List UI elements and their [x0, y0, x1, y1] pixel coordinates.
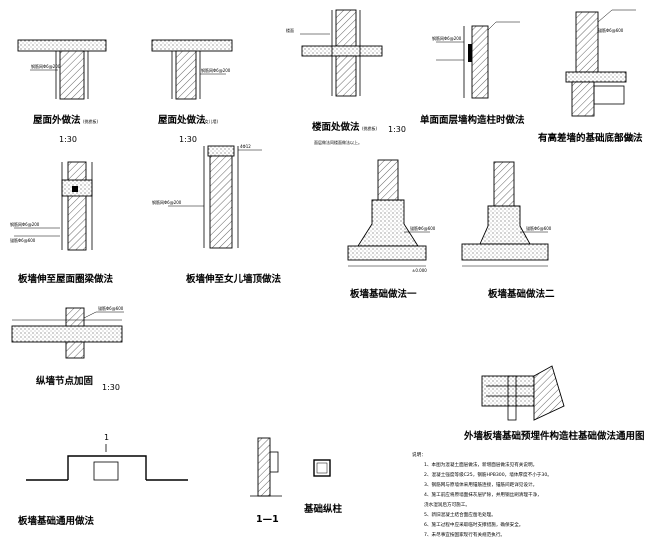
scale-3: 1:30	[388, 125, 406, 134]
note-line-5: 浇水湿润后方可施工。	[424, 501, 470, 508]
detail-wall-to-ring-beam: 钢筋网Φ6@200 锚筋Φ6@600 板墙伸至屋面圈梁做法	[10, 161, 114, 285]
label-floor-3: 楼面	[286, 27, 294, 33]
caption-7: 板墙伸至女儿墙顶做法	[186, 273, 282, 285]
detail-roof-eave: 钢筋网Φ6@200 屋面外做法 (挑檐板) 1:30	[17, 39, 107, 144]
caption-13: 基础纵柱	[303, 503, 343, 515]
scale-10: 1:30	[102, 383, 120, 392]
caption-9: 板墙基础做法二	[488, 288, 555, 300]
label-anchor-6: 锚筋Φ6@600	[10, 237, 36, 243]
floor-note: 面层做法同楼面做法以上。	[314, 139, 362, 145]
note-line-8: 7、未尽事宜按国家现行有关规范执行。	[424, 531, 505, 538]
detail-roof-parapet: 钢筋网Φ6@200 屋面处做法 (女儿墙) 1:30	[151, 39, 233, 144]
detail-longitudinal-node: 锚筋Φ6@600 纵墙节点加固 1:30	[11, 305, 124, 392]
note-line-7: 6、施工过程中应采取临时支撑措施，确保安全。	[424, 521, 523, 528]
section-title: 1—1	[256, 514, 279, 525]
label-rebar-7: 4Φ12	[240, 144, 251, 149]
notes-title: 说明：	[412, 451, 426, 458]
label-anchor-8: 锚筋Φ6@600	[410, 225, 436, 231]
note-line-4: 4、施工前应将原墙面抹灰层铲除，并用钢丝刷清理干净，	[424, 491, 542, 498]
section-mark: 1	[104, 433, 109, 442]
detail-foundation-column: 基础纵柱	[303, 459, 343, 515]
section-1-1: 1—1	[250, 437, 282, 525]
label-gl-8: ±0.000	[412, 268, 427, 273]
caption-note-3: (挑檐板)	[362, 125, 378, 131]
detail-height-difference: 锚筋Φ6@600 有高差墙的基础底部做法 1:30	[538, 9, 643, 144]
label-mesh-1: 钢筋网Φ6@200	[31, 63, 61, 69]
caption-3: 楼面处做法	[312, 121, 360, 133]
label-anchor-5: 锚筋Φ6@600	[598, 27, 624, 33]
caption-8: 板墙基础做法一	[350, 288, 417, 300]
caption-5: 有高差墙的基础底部做法	[538, 132, 643, 144]
caption-11: 外墙板墙基础预埋件构造柱基础做法通用图	[463, 430, 645, 442]
scale-5: 1:30	[616, 134, 634, 143]
caption-10: 纵墙节点加固	[36, 375, 93, 387]
note-line-1: 1、本图为混凝土面层做法，新增面层做法见有关说明。	[424, 461, 537, 468]
label-mesh-6: 钢筋网Φ6@200	[10, 221, 40, 227]
detail-wall-foundation-2: 锚筋Φ6@600 板墙基础做法二	[461, 161, 555, 300]
note-line-6: 5、新旧混凝土结合面应凿毛处理。	[424, 511, 496, 518]
detail-wall-foundation-1: 锚筋Φ6@600 ±0.000 板墙基础做法一	[347, 159, 436, 300]
scale-2: 1:30	[179, 135, 197, 144]
general-notes: 说明： 1、本图为混凝土面层做法，新增面层做法见有关说明。 2、混凝土强度等级C…	[412, 451, 552, 538]
label-anchor-9: 锚筋Φ6@600	[526, 225, 552, 231]
caption-2: 屋面处做法	[158, 114, 206, 126]
label-mesh-4: 钢筋网Φ6@200	[432, 35, 462, 41]
caption-6: 板墙伸至屋面圈梁做法	[18, 273, 114, 285]
label-anchor-10: 锚筋Φ6@600	[98, 305, 124, 311]
caption-4: 单面面层墙构造柱时做法	[420, 114, 525, 126]
caption-note-1: (挑檐板)	[83, 118, 99, 124]
caption-1: 屋面外做法	[33, 114, 81, 126]
detail-floor-eave: 楼面 楼面处做法 (挑檐板) 1:30 面层做法同楼面做法以上。	[286, 9, 406, 145]
detail-wall-to-parapet-top: 4Φ12 钢筋网Φ6@200 板墙伸至女儿墙顶做法	[152, 144, 282, 285]
caption-note-2: (女儿墙)	[203, 118, 219, 124]
detail-exterior-wall-general: 外墙板墙基础预埋件构造柱基础做法通用图	[463, 365, 645, 442]
note-line-2: 2、混凝土强度等级C25，钢筋HPB300，墙体厚度不小于30。	[424, 471, 552, 478]
label-mesh-2: 钢筋网Φ6@200	[201, 67, 231, 73]
label-mesh-7: 钢筋网Φ6@200	[152, 199, 182, 205]
detail-single-face-column: 钢筋网Φ6@200 单面面层墙构造柱时做法	[420, 21, 525, 126]
detail-wall-foundation-general: 1 板墙基础通用做法	[18, 433, 188, 527]
scale-1: 1:30	[59, 135, 77, 144]
caption-12: 板墙基础通用做法	[18, 515, 95, 527]
note-line-3: 3、钢筋网与原墙体采用锚筋连接，锚筋间距详见设计。	[424, 481, 537, 488]
